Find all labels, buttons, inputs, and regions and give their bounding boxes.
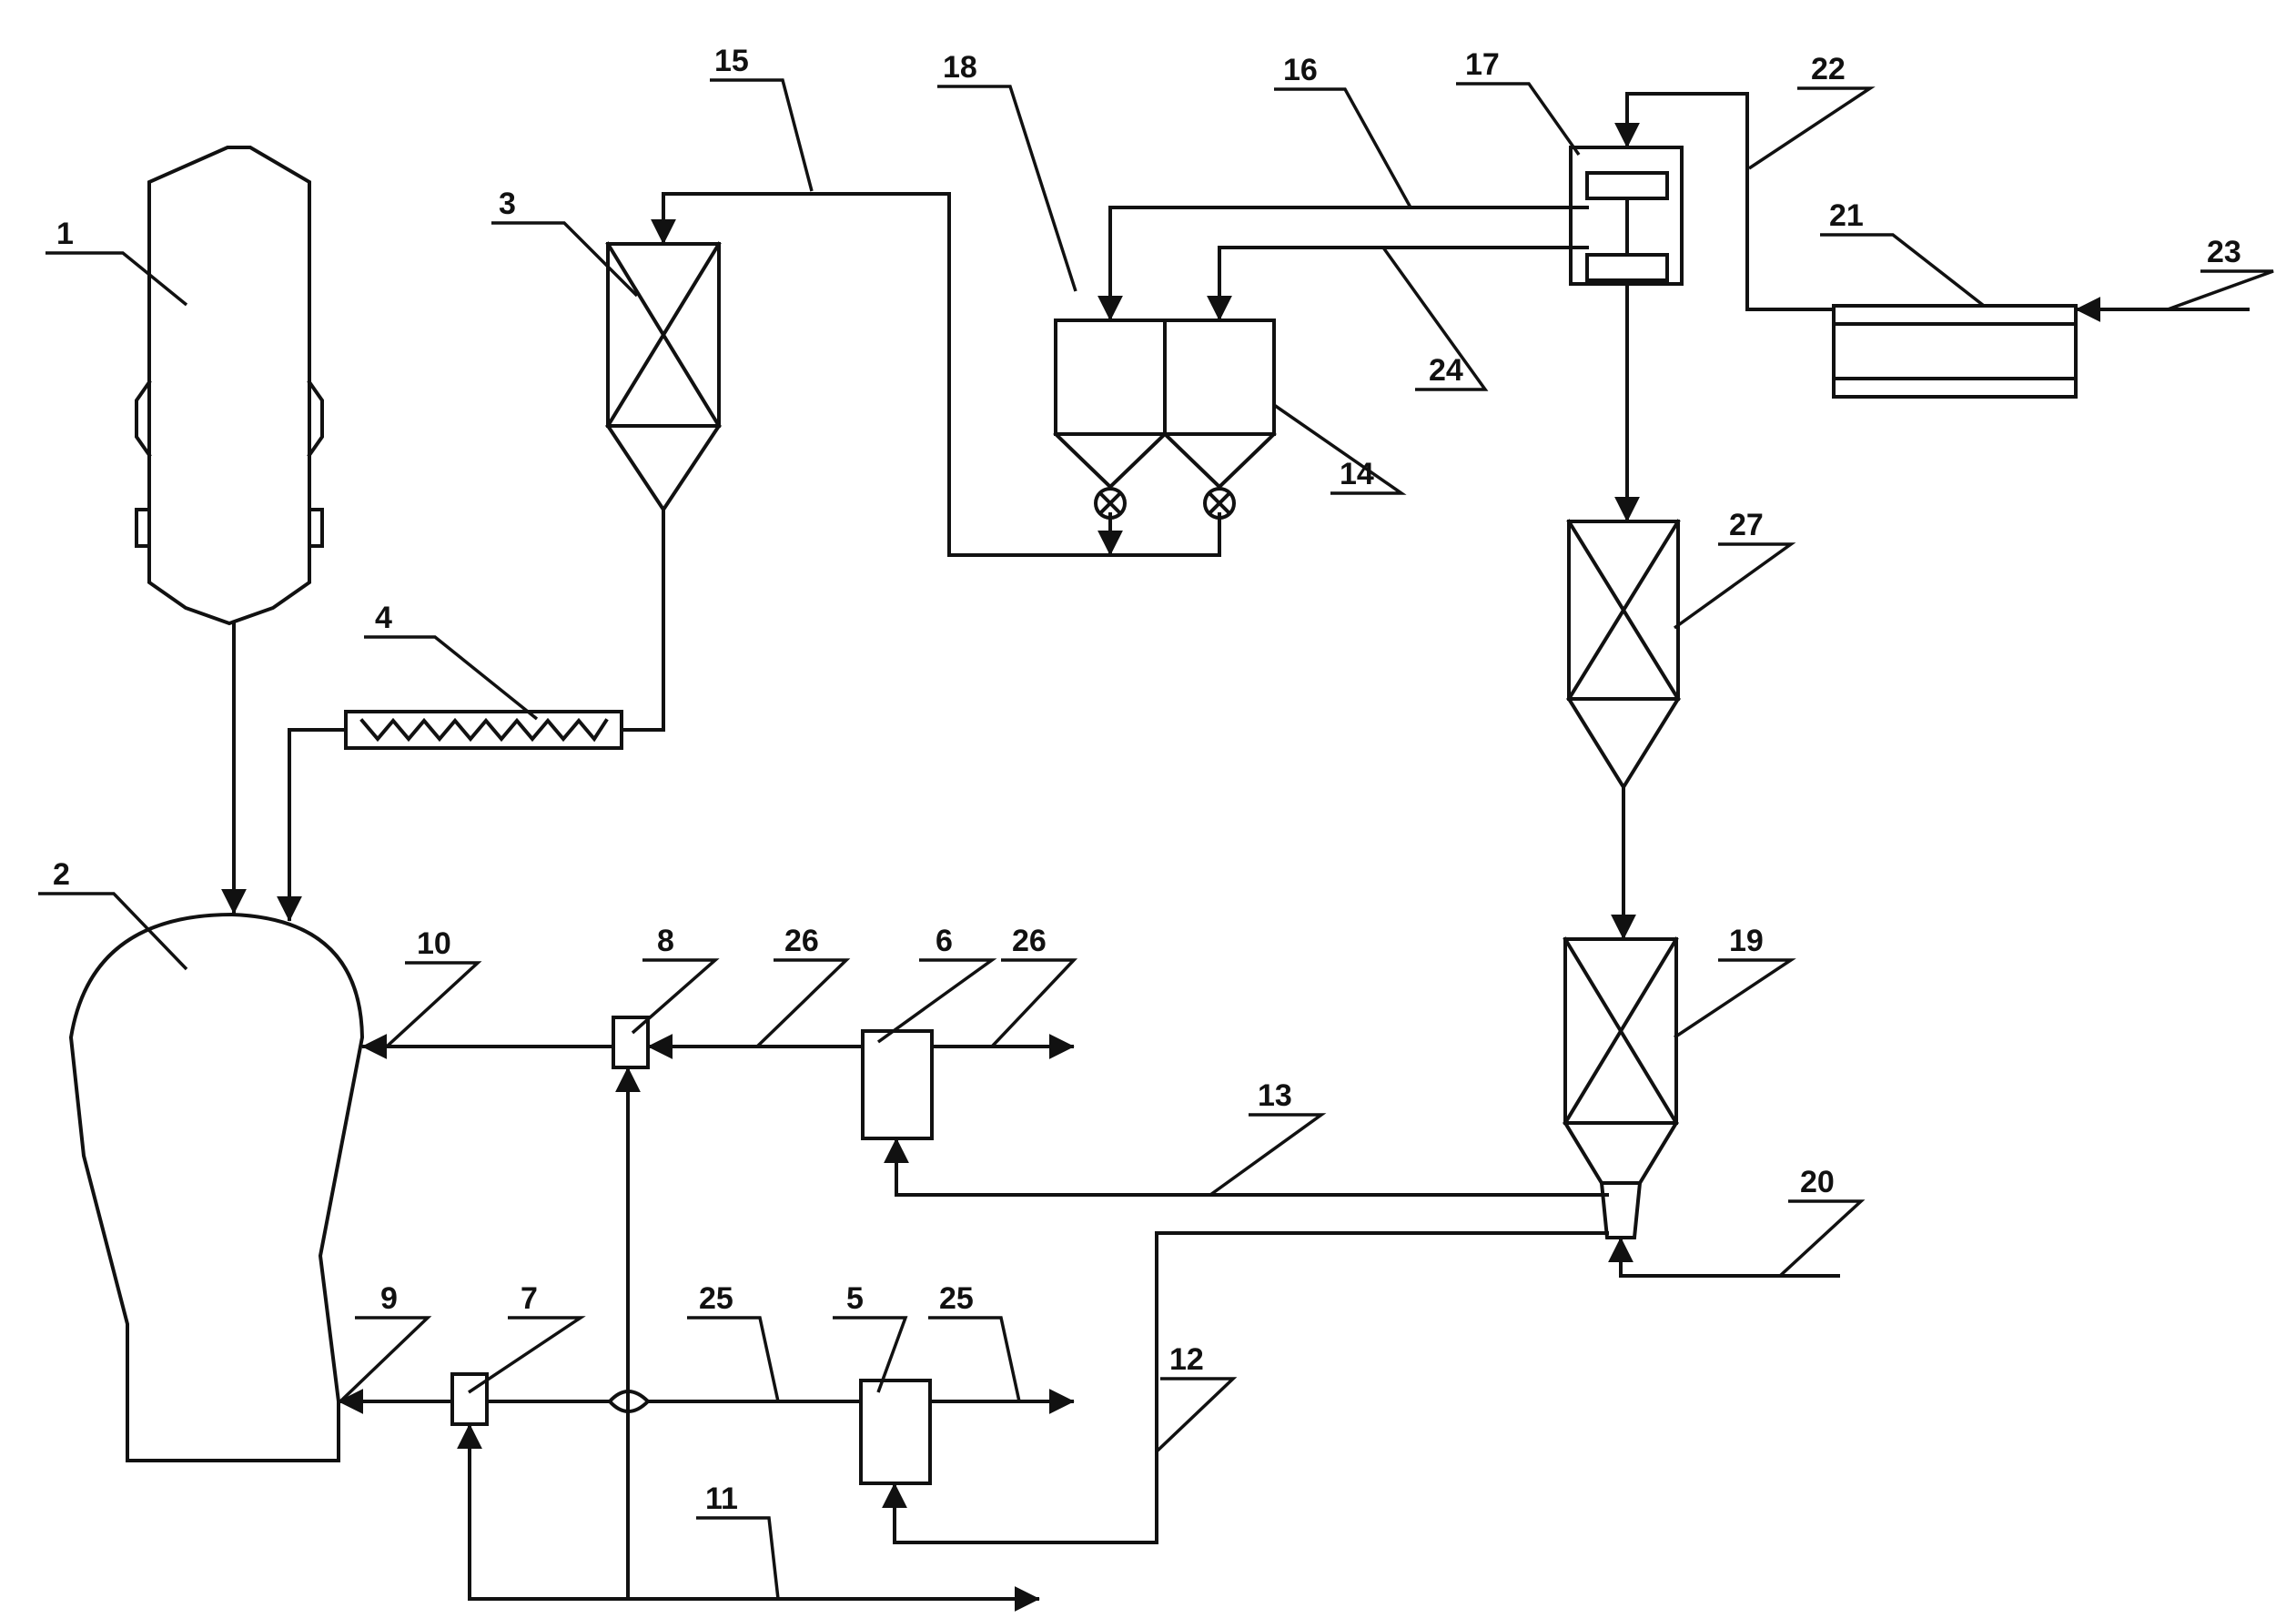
hopper-18 [1056,320,1165,518]
pipe-25-in [489,1391,859,1411]
label-25b: 25 [939,1281,974,1316]
label-24: 24 [1429,353,1463,388]
label-14: 14 [1340,457,1374,491]
label-25a: 25 [699,1281,733,1316]
label-5: 5 [846,1281,864,1316]
label-18: 18 [943,50,977,85]
label-21: 21 [1829,198,1864,233]
hopper-14 [1165,320,1274,518]
pipe-11-to-7 [470,1426,473,1599]
column-27 [1569,521,1678,787]
pipe-4-to-2 [289,730,346,919]
pipe-16 [1110,207,1587,319]
unit-7 [452,1374,487,1424]
label-9: 9 [380,1281,398,1316]
pipe-3-to-4 [622,510,663,730]
vessel-1 [149,147,309,623]
label-15: 15 [714,44,749,78]
label-26b: 26 [1012,924,1047,958]
label-16: 16 [1283,53,1318,87]
label-11: 11 [705,1481,738,1516]
pipe-13 [896,1140,1607,1195]
label-4: 4 [375,601,392,635]
label-2: 2 [53,857,70,892]
exchanger-5 [861,1380,930,1483]
label-7: 7 [521,1281,538,1316]
label-27: 27 [1729,508,1764,542]
pipe-20 [1621,1239,1838,1276]
label-20: 20 [1800,1165,1835,1199]
label-26a: 26 [784,924,819,958]
label-1: 1 [56,217,74,251]
unit-21 [1834,306,2076,397]
pipe-24 [1219,248,1587,319]
label-23: 23 [2207,235,2241,269]
label-10: 10 [417,926,451,961]
label-8: 8 [657,924,674,958]
label-12: 12 [1169,1342,1204,1377]
exchanger-6 [863,1031,932,1138]
pipe-12 [895,1233,1607,1542]
unit-17 [1571,147,1682,284]
label-6: 6 [936,924,953,958]
label-17: 17 [1465,47,1500,82]
label-3: 3 [499,187,516,221]
column-19 [1565,939,1676,1238]
screw-conveyor-4 [346,712,622,748]
label-19: 19 [1729,924,1764,958]
reactor-2 [71,915,362,1461]
label-13: 13 [1258,1078,1292,1113]
label-22: 22 [1811,52,1846,86]
